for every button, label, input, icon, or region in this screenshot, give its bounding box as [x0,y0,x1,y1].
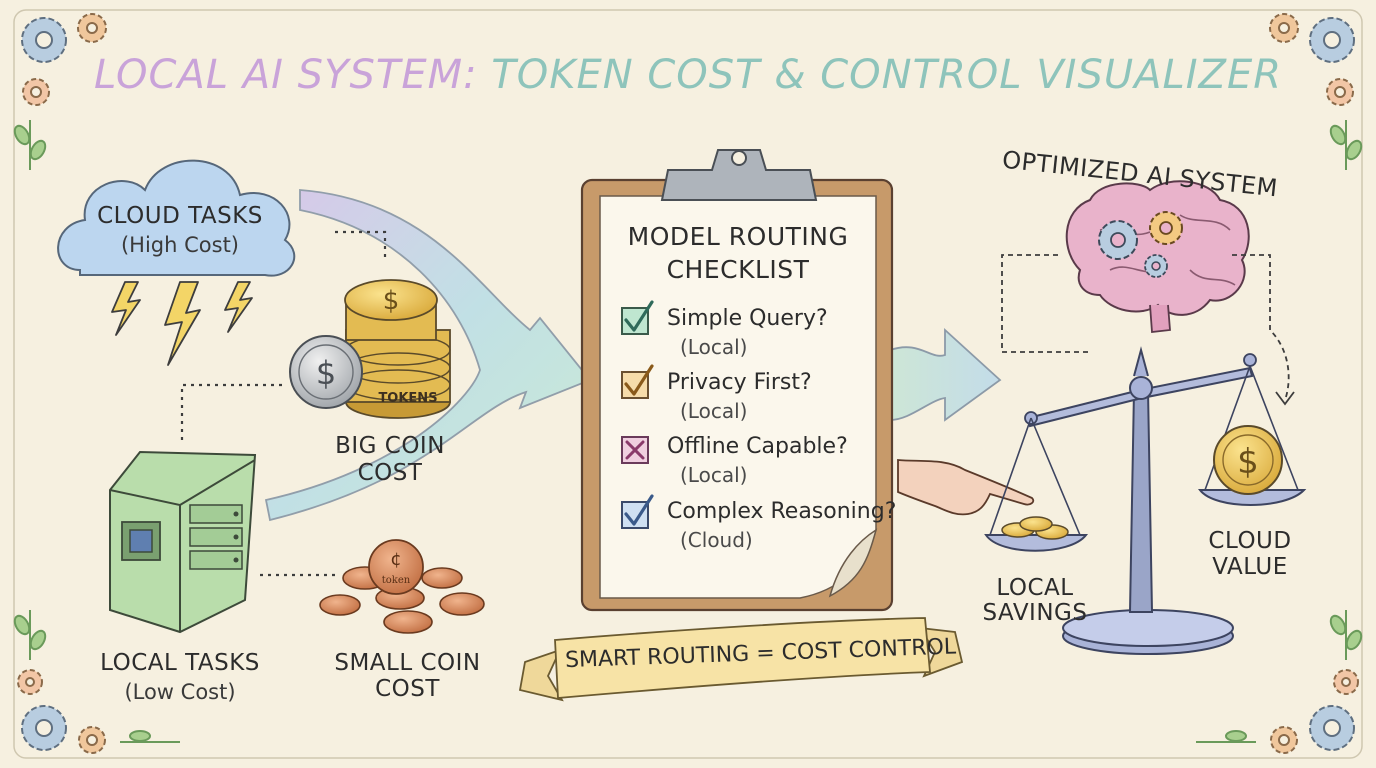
balance-scale-icon [984,346,1307,655]
arrowhead [1275,391,1295,406]
svg-text:¢: ¢ [390,549,401,570]
gear-icon [21,13,107,106]
checklist-item-question: Offline Capable? [667,434,848,459]
local-savings-label-line2: SAVINGS [982,600,1088,626]
lightning-icon [111,281,253,366]
page-title: LOCAL AI SYSTEM: TOKEN COST & CONTROL VI… [0,52,1376,98]
routing-arrow-in [264,189,592,522]
svg-text:$: $ [316,354,336,392]
checklist-item-target: (Local) [680,463,748,487]
gold-coin-icon: $ [1213,425,1283,495]
tokens-stack-label: TOKENS [378,391,437,406]
checkbox-check-icon [621,494,654,529]
big-coin-label: BIG COIN [335,433,445,459]
checklist-item-target: (Local) [680,399,748,423]
cloud-tasks-label: CLOUD TASKS [97,203,263,229]
small-coin-label-line2: COST [375,676,440,702]
checklist-item-target: (Local) [680,335,748,359]
clipboard [580,149,894,612]
checkbox-check-icon [621,364,654,399]
copper-coin-label: token [382,575,411,586]
gear-icon [1269,13,1355,106]
checklist-item-target: (Cloud) [680,528,753,552]
coin-stack-icon: $ [344,279,451,419]
brain-icon [1065,180,1250,333]
big-coin-label-line2: COST [357,460,423,486]
small-coin-label: SMALL COIN [334,650,481,676]
dotted-connector [1232,254,1290,401]
dotted-connector [335,230,387,262]
svg-text:$: $ [1237,442,1259,482]
copper-coins-icon: ¢ [319,539,485,634]
pointing-hand-icon [897,459,1035,516]
checklist-item-question: Complex Reasoning? [667,499,897,524]
cloud-value-label-line2: VALUE [1212,554,1288,580]
checklist-item-question: Privacy First? [667,370,812,395]
checklist-title: MODEL ROUTING [627,222,849,251]
local-savings-label: LOCAL [996,575,1074,601]
checklist-title-line2: CHECKLIST [666,255,810,284]
checklist-item-question: Simple Query? [667,306,828,331]
checkbox-check-icon [621,300,654,335]
local-tasks-label: LOCAL TASKS [100,650,260,676]
leaf-decoration [13,120,1363,743]
title-part2: TOKEN COST & CONTROL VISUALIZER [491,52,1283,98]
cloud-tasks-sublabel: (High Cost) [120,233,239,257]
checkbox-cross-icon [621,436,649,464]
gear-icon [17,669,106,754]
page-border [13,9,1363,759]
gear-icon [1270,669,1359,754]
title-part1: LOCAL AI SYSTEM: [93,52,478,98]
cloud-icon [57,159,296,277]
copper-coins-icon [1001,516,1069,540]
svg-text:$: $ [383,286,400,316]
server-icon [109,450,257,634]
cloud-value-label: CLOUD [1208,528,1292,554]
local-tasks-sublabel: (Low Cost) [124,680,236,704]
routing-arrow-out [889,327,1002,422]
dotted-connector [1001,254,1090,353]
banner-ribbon [518,617,964,702]
dotted-connector [180,383,285,440]
silver-coin-icon: $ [289,335,363,409]
